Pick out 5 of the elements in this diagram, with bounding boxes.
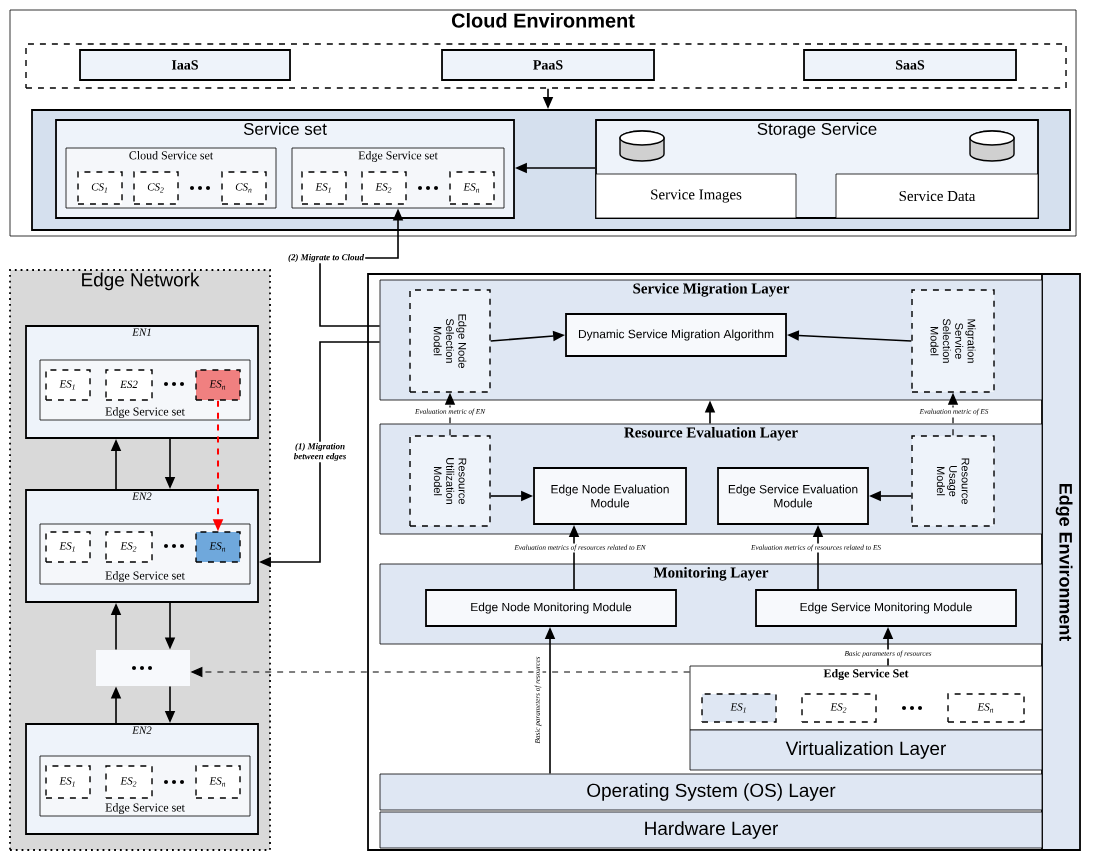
layer-box: Operating System (OS) Layer	[379, 773, 1043, 811]
dashed-group-box	[25, 43, 1067, 89]
layer-box: Hardware Layer	[379, 811, 1043, 849]
ellipsis-box	[96, 650, 190, 686]
layer-box: Virtualization Layer	[689, 729, 1043, 771]
